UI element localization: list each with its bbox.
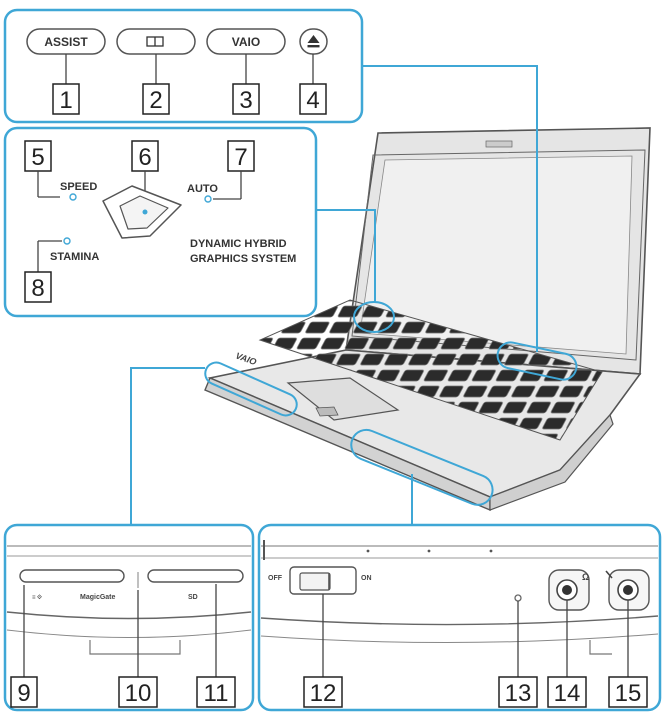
stamina-label: STAMINA [50,251,99,263]
microphone-jack[interactable] [608,569,650,611]
callout-9: 9 [17,680,30,707]
callout-4: 4 [306,87,319,114]
off-label: OFF [268,575,283,582]
svg-text:VAIO: VAIO [234,350,257,367]
callout-13: 13 [505,680,532,707]
callout-2: 2 [149,87,162,114]
keyboard [258,299,603,441]
callout-11: 11 [204,680,229,707]
panel-buttons: ASSIST VAIO 1 2 3 4 [3,8,364,124]
display-toggle-icon [146,36,164,47]
eject-icon [307,35,320,48]
callout-10: 10 [125,680,152,707]
speed-led [69,193,77,201]
memory-stick-label: MagicGate [80,594,116,601]
buttons-highlight [496,341,578,381]
callout-7: 7 [234,144,247,171]
microphone-icon [605,570,613,579]
connector-lines [130,65,538,525]
stamina-led [63,237,71,245]
panel-front-left: ≡ ⟐ MagicGate SD 9 10 11 [3,523,255,712]
speed-label: SPEED [60,181,97,193]
sd-card-slot[interactable] [147,569,244,583]
right-front-highlight [350,428,494,506]
auto-label: AUTO [187,183,218,195]
laptop-illustration: VAIO [204,127,651,512]
performance-selector-switch[interactable] [102,185,182,239]
wireless-switch[interactable] [289,566,357,595]
webcam [485,140,513,148]
memory-stick-icon: ≡ ⟐ [32,594,42,601]
memory-stick-slot[interactable] [19,569,125,583]
assist-button-label: ASSIST [44,35,88,49]
system-label-line2: GRAPHICS SYSTEM [190,253,296,265]
callout-15: 15 [615,680,642,707]
callout-12: 12 [310,680,337,707]
sd-label: SD [188,594,198,601]
left-front-highlight [204,361,298,417]
panel-front-right: OFF ON Ω 1 [257,523,662,712]
callout-5: 5 [31,144,44,171]
callout-14: 14 [554,680,581,707]
callout-8: 8 [31,275,44,302]
headphone-icon: Ω [582,572,589,582]
auto-led [204,195,212,203]
system-label-line1: DYNAMIC HYBRID [190,238,287,250]
callout-3: 3 [239,87,252,114]
vaio-button-label: VAIO [232,35,260,49]
callout-1: 1 [59,87,72,114]
callout-6: 6 [138,144,151,171]
on-label: ON [361,575,372,582]
headphone-jack[interactable] [548,569,590,611]
display-toggle-button[interactable] [116,28,196,55]
wireless-indicator [514,594,522,602]
panel-performance-switch: 5 SPEED 6 7 AUTO DYNAMIC HYBRID GRAPHICS… [3,126,318,318]
